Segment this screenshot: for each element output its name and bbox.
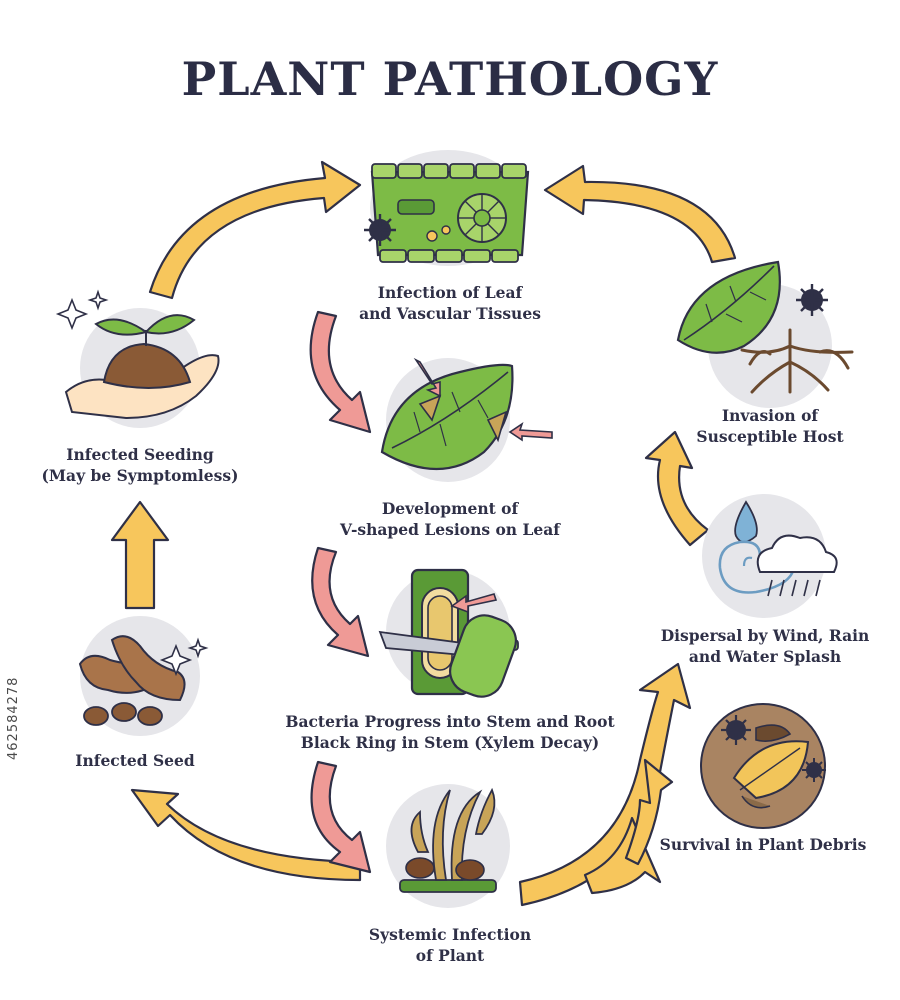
dispersal-illustration bbox=[702, 494, 838, 618]
arrow-seed-to-seeding bbox=[110, 500, 170, 610]
wind-swirl-icon bbox=[718, 540, 796, 594]
lesion-leaf-illustration bbox=[380, 357, 553, 482]
progress-arrows bbox=[309, 310, 372, 874]
pathogen-icon bbox=[796, 284, 828, 316]
page-title: PLANT PATHOLOGY bbox=[181, 52, 719, 106]
label-infected-seed: Infected Seed bbox=[75, 751, 195, 770]
arrow-systemic-to-debris bbox=[583, 816, 662, 895]
stem-pointer bbox=[450, 593, 498, 614]
pathogen-icon bbox=[802, 758, 826, 782]
arrow-seeding-to-leaf bbox=[148, 160, 362, 300]
arrow-systemic-to-seed bbox=[130, 788, 362, 882]
debris-illustration bbox=[700, 703, 826, 829]
label-infected-seeding: Infected Seeding(May be Symptomless) bbox=[41, 445, 239, 485]
seedling-illustration bbox=[55, 289, 220, 428]
lesion-pointer-right bbox=[508, 422, 553, 442]
cloud-icon bbox=[756, 534, 838, 573]
sparkle-icon bbox=[159, 637, 209, 677]
pathogen-icon bbox=[721, 715, 751, 745]
arrow-debris-branch bbox=[624, 758, 674, 866]
host-illustration bbox=[676, 260, 854, 408]
stem-illustration bbox=[378, 568, 519, 698]
cycle-arrows bbox=[110, 160, 737, 907]
arrow-leaf-to-lesion bbox=[309, 310, 372, 434]
stock-id: 462584278 bbox=[6, 676, 21, 760]
arrow-invasion-to-leaf bbox=[543, 164, 737, 264]
wilted-plant-illustration bbox=[386, 784, 510, 908]
label-plant-debris: Survival in Plant Debris bbox=[659, 835, 867, 854]
seed-pods-illustration bbox=[78, 616, 209, 736]
arrow-stem-to-systemic bbox=[310, 760, 372, 874]
arrow-dispersal-to-invasion bbox=[644, 430, 710, 547]
arrow-lesion-to-stem bbox=[311, 546, 370, 658]
sparkle-icon bbox=[55, 289, 109, 331]
lesion-pointer-top bbox=[413, 357, 441, 398]
leaf-tissue-illustration bbox=[364, 150, 530, 266]
pathogen-icon bbox=[364, 214, 396, 246]
